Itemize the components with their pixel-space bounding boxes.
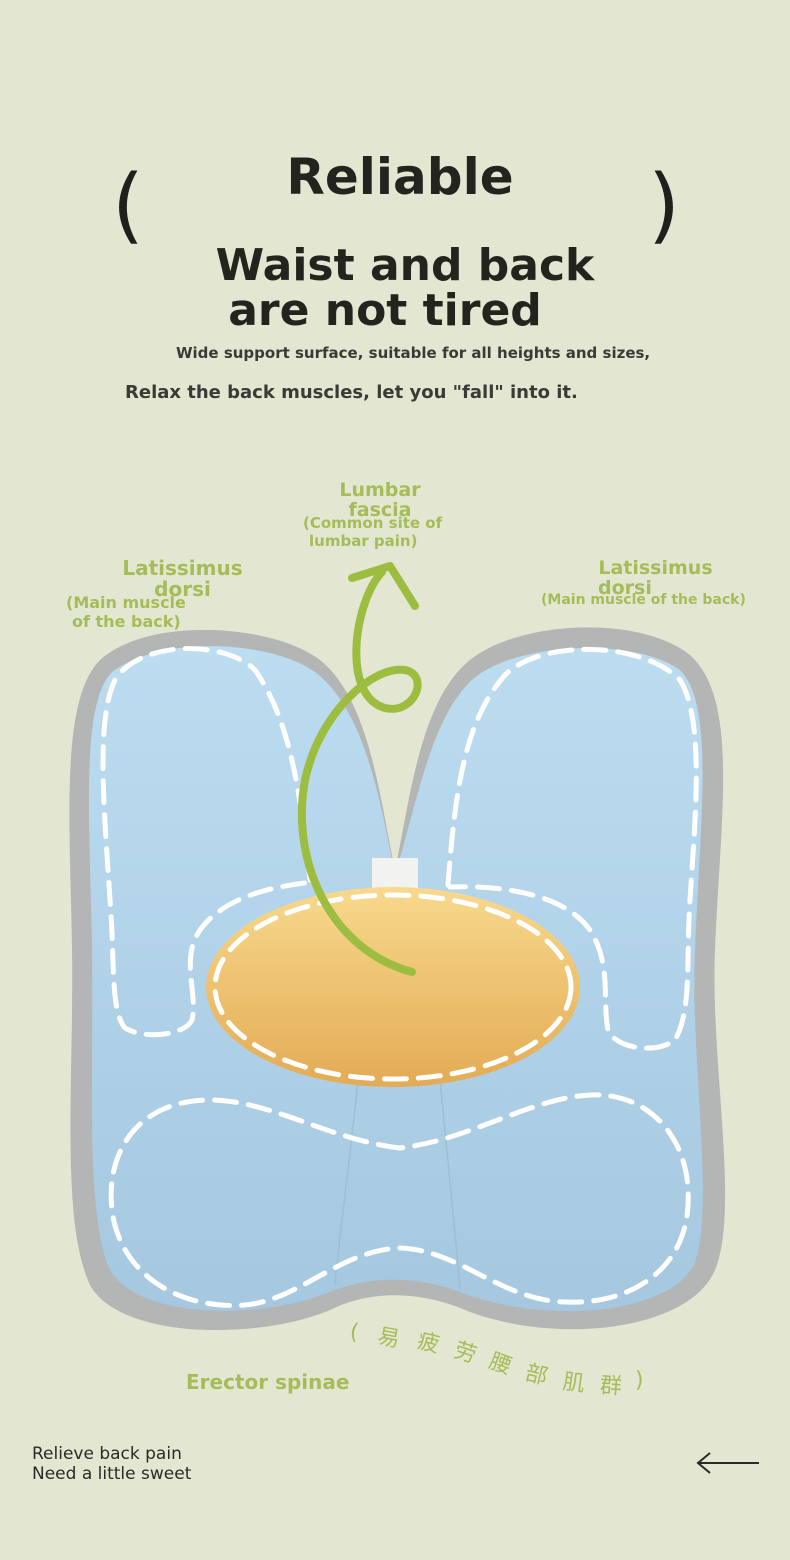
headline-line-1: Waist and back (215, 240, 595, 291)
latissimus-left-title: Latissimus dorsi (105, 558, 260, 600)
latissimus-left-title-line-2: dorsi (154, 577, 211, 601)
lumbar-fascia-subtitle-line-2: lumbar pain) (309, 532, 418, 550)
cjk-char-7: 群 (598, 1373, 623, 1400)
dashed-zone-right-wing (445, 646, 699, 1051)
latissimus-right-title-line-2: dorsi (598, 577, 652, 599)
left-arrow-icon (696, 1452, 759, 1474)
cushion-strap (372, 858, 418, 892)
latissimus-left-subtitle-line-1: (Main muscle (66, 593, 186, 612)
dashed-zone-seat (108, 1092, 691, 1308)
headline-line-2: are not tired (228, 285, 542, 336)
latissimus-right-title-line-1: Latissimus (598, 557, 713, 579)
dashed-zone-left-wing (100, 646, 318, 1038)
lumbar-fascia-title: Lumbar fascia (300, 480, 460, 520)
latissimus-left-subtitle-line-2: of the back) (72, 612, 181, 631)
open-parenthesis: ( (112, 158, 144, 253)
lumbar-fascia-title-line-2: fascia (348, 499, 412, 521)
seam-line-right (439, 1079, 461, 1291)
subtitle-line-1: Wide support surface, suitable for all h… (176, 344, 651, 362)
close-parenthesis: ) (648, 158, 680, 253)
page-title: Reliable (286, 148, 514, 206)
green-arrow-head (348, 562, 419, 610)
footer-caption: Relieve back pain Need a little sweet (32, 1444, 191, 1484)
subtitle-line-2: Relax the back muscles, let you "fall" i… (125, 382, 578, 403)
footer-line-1: Relieve back pain (32, 1444, 182, 1464)
erector-spinae-label: Erector spinae (186, 1370, 350, 1394)
green-loop-arrow (297, 568, 422, 976)
latissimus-left-subtitle: (Main muscle of the back) (66, 593, 186, 631)
lumbar-fascia-title-line-1: Lumbar (339, 479, 421, 501)
latissimus-right-subtitle: (Main muscle of the back) (541, 592, 746, 608)
footer-line-2: Need a little sweet (32, 1464, 192, 1484)
latissimus-right-title: Latissimus dorsi (578, 558, 733, 598)
cjk-char-6: 肌 (561, 1369, 587, 1398)
lumbar-pillow-dashed-outline (212, 892, 574, 1082)
cjk-char-8: ) (635, 1368, 644, 1393)
lumbar-fascia-subtitle: (Common site of lumbar pain) (303, 514, 442, 550)
lumbar-fascia-subtitle-line-1: (Common site of (303, 514, 443, 532)
lumbar-pillow (206, 887, 580, 1087)
latissimus-left-title-line-1: Latissimus (122, 556, 243, 580)
